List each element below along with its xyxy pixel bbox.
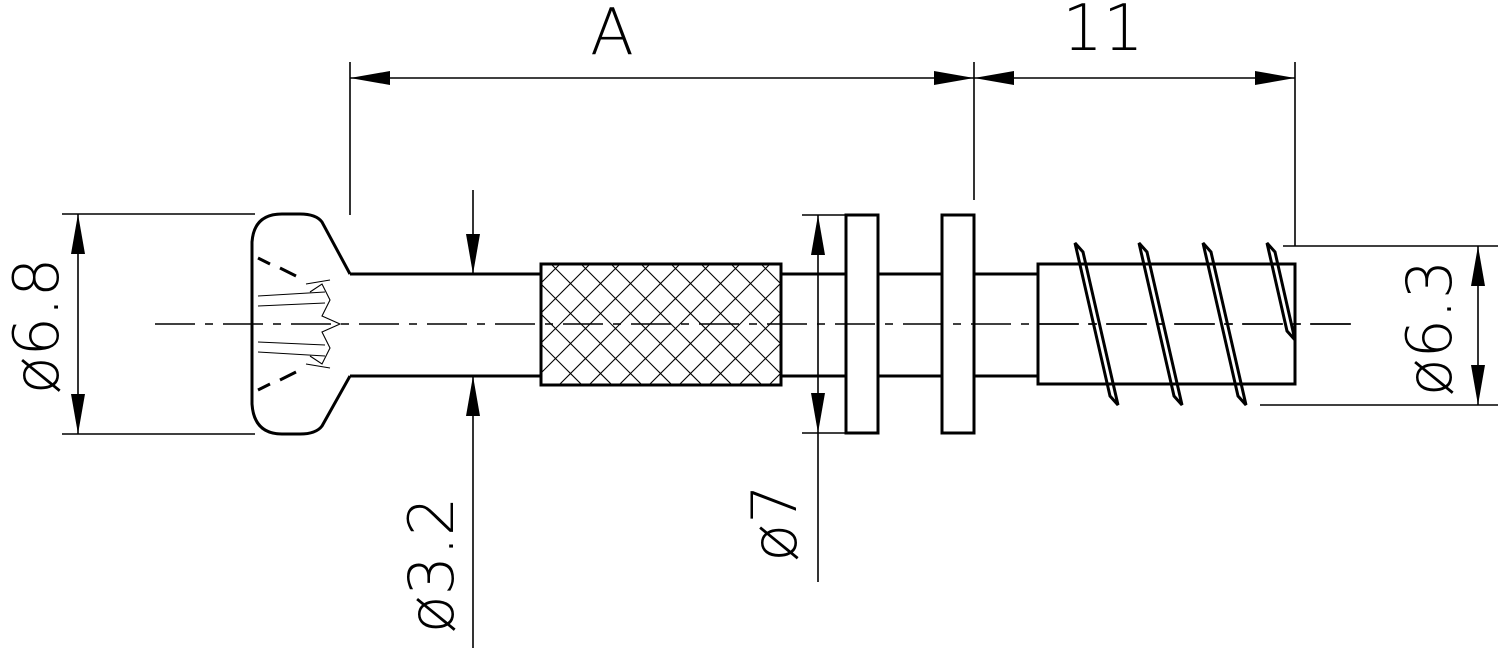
dimension-length	[349, 62, 1296, 246]
collar-diameter-label: ø7	[738, 484, 811, 561]
neck-diameter-label: ø3.2	[395, 497, 468, 634]
head-drive-recess	[257, 256, 342, 392]
dimension-collar-diameter	[802, 214, 846, 582]
head-diameter-label: ø6.8	[0, 258, 73, 395]
dimension-a-label: A	[590, 0, 634, 70]
bolt-head	[250, 212, 352, 436]
neck-shank	[350, 272, 541, 378]
thread-diameter-label: ø6.3	[1393, 260, 1466, 397]
thread-flights	[1073, 242, 1297, 406]
knurled-section	[539, 262, 783, 387]
collar-left	[844, 213, 880, 435]
middle-shaft	[781, 272, 1038, 378]
dimension-11-label: 11	[1062, 0, 1143, 66]
dimension-thread-diameter	[1260, 245, 1498, 406]
dimension-neck-diameter	[466, 190, 480, 648]
collar-right	[940, 213, 976, 435]
knurl-pattern	[541, 264, 781, 385]
dimension-head-diameter	[62, 213, 255, 435]
